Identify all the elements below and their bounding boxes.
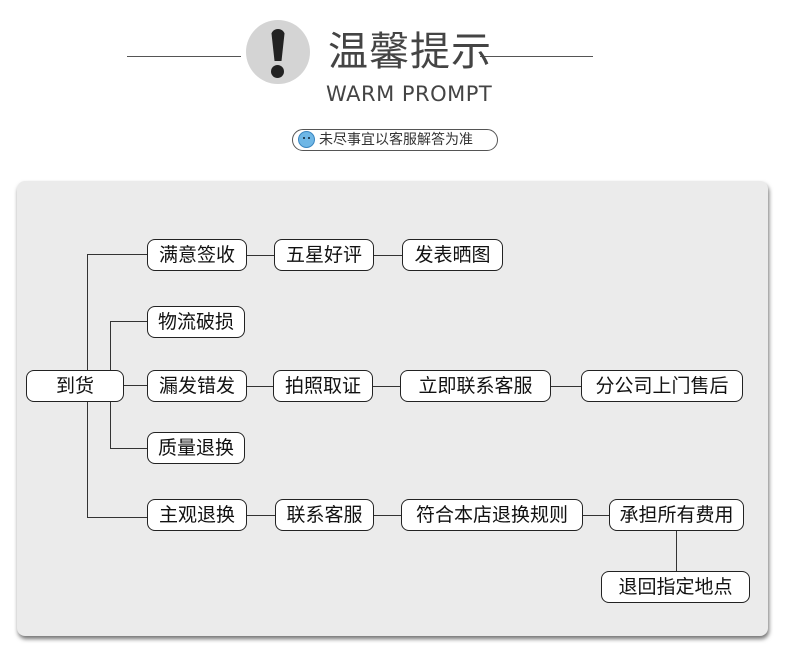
link-b1-1-2: [247, 255, 274, 256]
node-logistics-damage: 物流破损: [147, 306, 245, 338]
node-quality-return: 质量退换: [147, 432, 245, 464]
node-subjective-return: 主观退换: [147, 499, 247, 531]
link-b5-2-3: [374, 515, 401, 516]
node-missing-wrong: 漏发错发: [147, 370, 247, 402]
flow-panel: [17, 181, 768, 636]
link-trunk-branch5: [87, 517, 147, 518]
link-inner-branch4: [110, 448, 147, 449]
header-line-left: [127, 56, 241, 57]
node-photo-evidence: 拍照取证: [273, 370, 373, 402]
link-b5-1-2: [247, 515, 275, 516]
exclamation-icon: [246, 20, 310, 84]
link-b3-2-3: [373, 386, 400, 387]
page-subtitle: WARM PROMPT: [326, 82, 493, 106]
node-meet-return-rules: 符合本店退换规则: [401, 499, 583, 531]
page-title: 温馨提示: [328, 29, 492, 75]
node-contact-service: 联系客服: [275, 499, 374, 531]
node-return-address: 退回指定地点: [601, 571, 750, 603]
node-five-star: 五星好评: [274, 239, 374, 271]
link-b3-1-2: [247, 386, 273, 387]
node-bear-costs: 承担所有费用: [609, 499, 744, 531]
link-inner-branch2: [110, 321, 147, 322]
link-b1-2-3: [374, 255, 402, 256]
notice-text: 未尽事宜以客服解答为准: [319, 132, 473, 148]
smiley-icon: [298, 131, 315, 148]
node-root: 到货: [26, 370, 124, 402]
node-post-photos: 发表晒图: [402, 239, 503, 271]
node-satisfied-sign: 满意签收: [147, 239, 247, 271]
link-b5-3-4: [583, 515, 609, 516]
notice-badge: 未尽事宜以客服解答为准: [292, 129, 498, 151]
link-root-branch3: [124, 385, 147, 386]
link-b5-4-5: [676, 531, 677, 571]
link-b3-3-4: [551, 386, 581, 387]
node-branch-after-sale: 分公司上门售后: [581, 370, 743, 402]
node-contact-service-now: 立即联系客服: [400, 370, 551, 402]
link-trunk-branch1: [87, 254, 147, 255]
header-line-right: [480, 56, 593, 57]
